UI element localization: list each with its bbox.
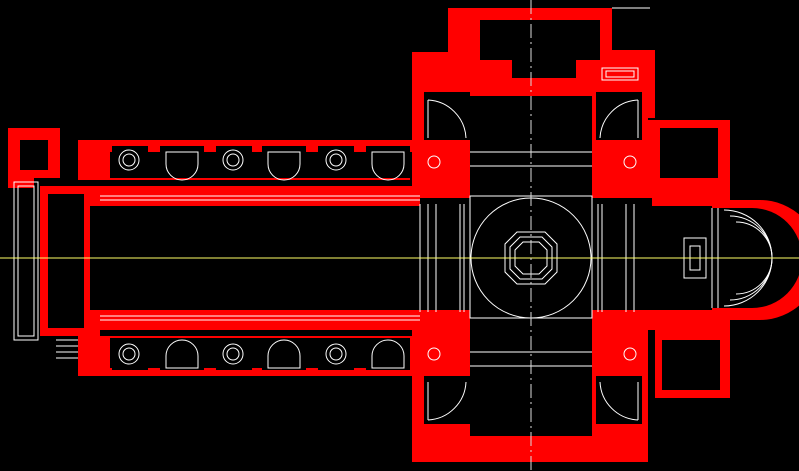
bay-n2: [160, 146, 204, 178]
sacristy-void-north: [660, 128, 718, 178]
chapel-se-arc: [599, 381, 639, 421]
column-north-1: [118, 149, 140, 171]
bay-s3: [216, 340, 252, 370]
column-south-3: [325, 343, 347, 365]
bay-s1: [112, 340, 148, 370]
column-north-2: [222, 149, 244, 171]
north-aisle-void: [110, 152, 410, 178]
bay-n3: [216, 146, 252, 178]
tower-bell-frame: [601, 67, 639, 81]
bay-n5: [318, 146, 354, 178]
south-aisle-void: [110, 338, 410, 368]
pier-ne: [623, 155, 637, 169]
chapel-sw-void: [424, 376, 470, 424]
chapel-nw-arc: [427, 99, 467, 139]
niche-south-3: [371, 339, 405, 369]
bay-s2: [160, 340, 204, 370]
niche-south-1: [165, 339, 199, 369]
bay-n1: [112, 146, 148, 178]
niche-north-3: [371, 151, 405, 181]
pier-nw: [427, 155, 441, 169]
column-north-3: [325, 149, 347, 171]
bay-s5: [318, 340, 354, 370]
pier-se: [623, 347, 637, 361]
bay-s6: [366, 340, 410, 370]
chapel-ne-arc: [599, 99, 639, 139]
sacristy-void-south: [662, 340, 720, 390]
bay-n4: [262, 146, 306, 178]
west-tower-void: [20, 140, 48, 170]
niche-north-1: [165, 151, 199, 181]
bay-n6: [366, 146, 410, 178]
niche-south-2: [267, 339, 301, 369]
chapel-se-void: [596, 376, 642, 424]
west-porch-steps: [13, 181, 39, 341]
chapel-sw-arc: [427, 381, 467, 421]
chapel-nw-void: [424, 92, 470, 140]
column-south-2: [222, 343, 244, 365]
narthex-void: [48, 194, 84, 328]
column-south-1: [118, 343, 140, 365]
linework: [13, 7, 773, 421]
dome-lantern: [504, 231, 558, 285]
transept-void: [420, 198, 652, 310]
niche-north-2: [267, 151, 301, 181]
chapel-ne-void: [596, 92, 642, 140]
bay-s4: [262, 340, 306, 370]
pier-sw: [427, 347, 441, 361]
tower-void: [480, 20, 600, 60]
